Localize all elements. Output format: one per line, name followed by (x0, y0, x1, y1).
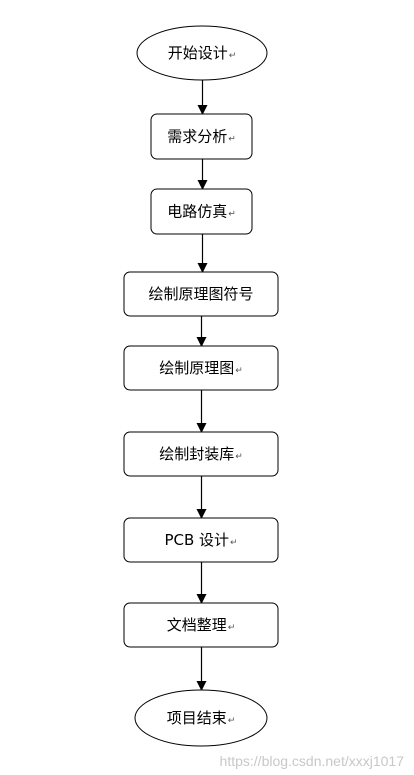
node-sim: 电路仿真↵ (150, 188, 253, 235)
node-pcb-label: PCB 设计↵ (164, 531, 237, 549)
node-start-label: 开始设计↵ (168, 44, 237, 62)
node-start: 开始设计↵ (136, 25, 268, 81)
node-end-shape (134, 689, 268, 747)
node-sim-return-mark: ↵ (228, 210, 236, 220)
node-pcb-return-mark: ↵ (230, 538, 238, 548)
node-end: 项目结束↵ (134, 689, 268, 747)
node-analysis-return-mark: ↵ (228, 135, 236, 145)
node-symbol-label: 绘制原理图符号 (148, 285, 253, 303)
node-docs: 文档整理↵ (123, 602, 279, 648)
node-footprint: 绘制封装库↵ (123, 431, 279, 477)
node-footprint-shape (123, 431, 279, 477)
watermark: https://blog.csdn.net/xxxj1017 (219, 753, 404, 769)
node-symbol-shape (123, 271, 279, 317)
node-docs-return-mark: ↵ (228, 623, 236, 633)
flow-edges (196, 80, 208, 691)
node-schematic-return-mark: ↵ (235, 366, 243, 376)
node-pcb-shape (123, 517, 279, 563)
node-sim-label: 电路仿真↵ (167, 203, 236, 221)
node-schematic-shape (123, 345, 279, 391)
node-analysis: 需求分析↵ (150, 113, 253, 160)
node-sim-shape (150, 188, 253, 235)
node-pcb: PCB 设计↵ (123, 517, 279, 563)
node-schematic: 绘制原理图↵ (123, 345, 279, 391)
node-docs-shape (123, 602, 279, 648)
node-start-return-mark: ↵ (229, 51, 237, 61)
node-docs-label: 文档整理↵ (167, 616, 236, 634)
node-end-label: 项目结束↵ (167, 709, 236, 727)
node-footprint-label: 绘制封装库↵ (159, 445, 243, 463)
node-analysis-label: 需求分析↵ (167, 128, 236, 146)
node-footprint-return-mark: ↵ (235, 452, 243, 462)
node-schematic-label: 绘制原理图↵ (159, 359, 243, 377)
node-symbol: 绘制原理图符号 (123, 271, 279, 317)
node-analysis-shape (150, 113, 253, 160)
node-start-shape (136, 25, 268, 81)
node-end-return-mark: ↵ (228, 716, 236, 726)
